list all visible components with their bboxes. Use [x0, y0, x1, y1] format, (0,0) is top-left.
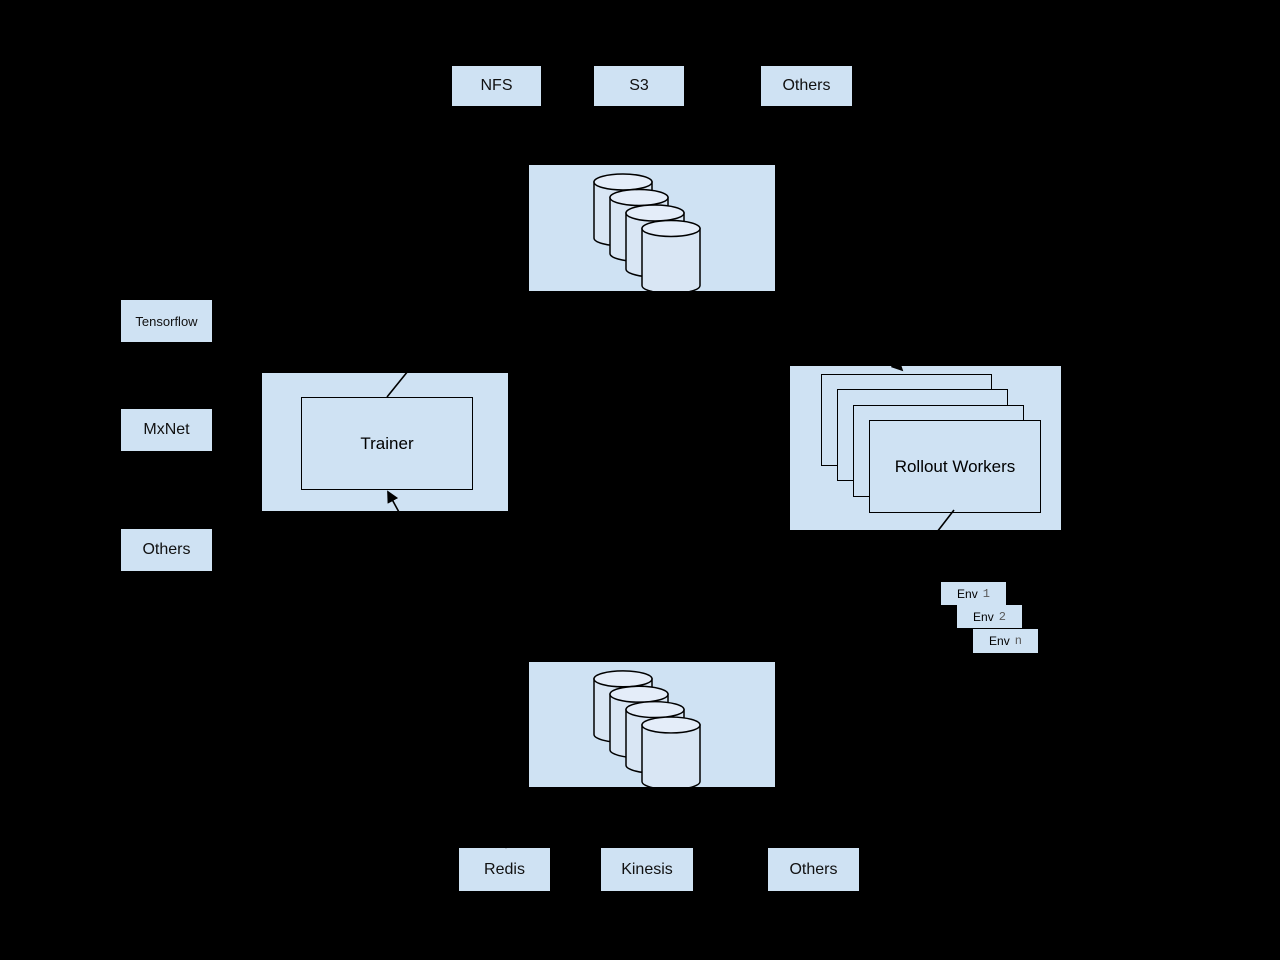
node-others-bottom: Others: [768, 848, 859, 891]
node-mxnet: MxNet: [121, 409, 212, 451]
node-s3: S3: [594, 66, 684, 106]
env-number: 2: [998, 609, 1006, 624]
top-datastore-panel: [529, 165, 775, 291]
bottom-datastore-panel: [529, 662, 775, 787]
node-kinesis: Kinesis: [601, 848, 693, 891]
node-others-top: Others: [761, 66, 852, 106]
node-others-left: Others: [121, 529, 212, 571]
env-chip-1: Env 1: [941, 582, 1006, 605]
env-label: Env: [957, 586, 978, 601]
env-chip-n: Env n: [973, 629, 1038, 653]
rollout-workers-panel: Rollout Workers: [790, 366, 1061, 530]
database-cylinders-icon: [593, 173, 701, 291]
trainer-panel: Trainer: [262, 373, 508, 511]
rollout-workers-node: Rollout Workers: [869, 420, 1041, 513]
database-cylinders-icon: [593, 670, 701, 787]
env-label: Env: [973, 609, 994, 624]
env-number: n: [1014, 634, 1022, 648]
trainer-node: Trainer: [301, 397, 473, 490]
env-label: Env: [989, 634, 1010, 648]
env-number: 1: [982, 586, 990, 601]
env-chip-2: Env 2: [957, 605, 1022, 628]
node-nfs: NFS: [452, 66, 541, 106]
node-redis: Redis: [459, 848, 550, 891]
node-tensorflow: Tensorflow: [121, 300, 212, 342]
